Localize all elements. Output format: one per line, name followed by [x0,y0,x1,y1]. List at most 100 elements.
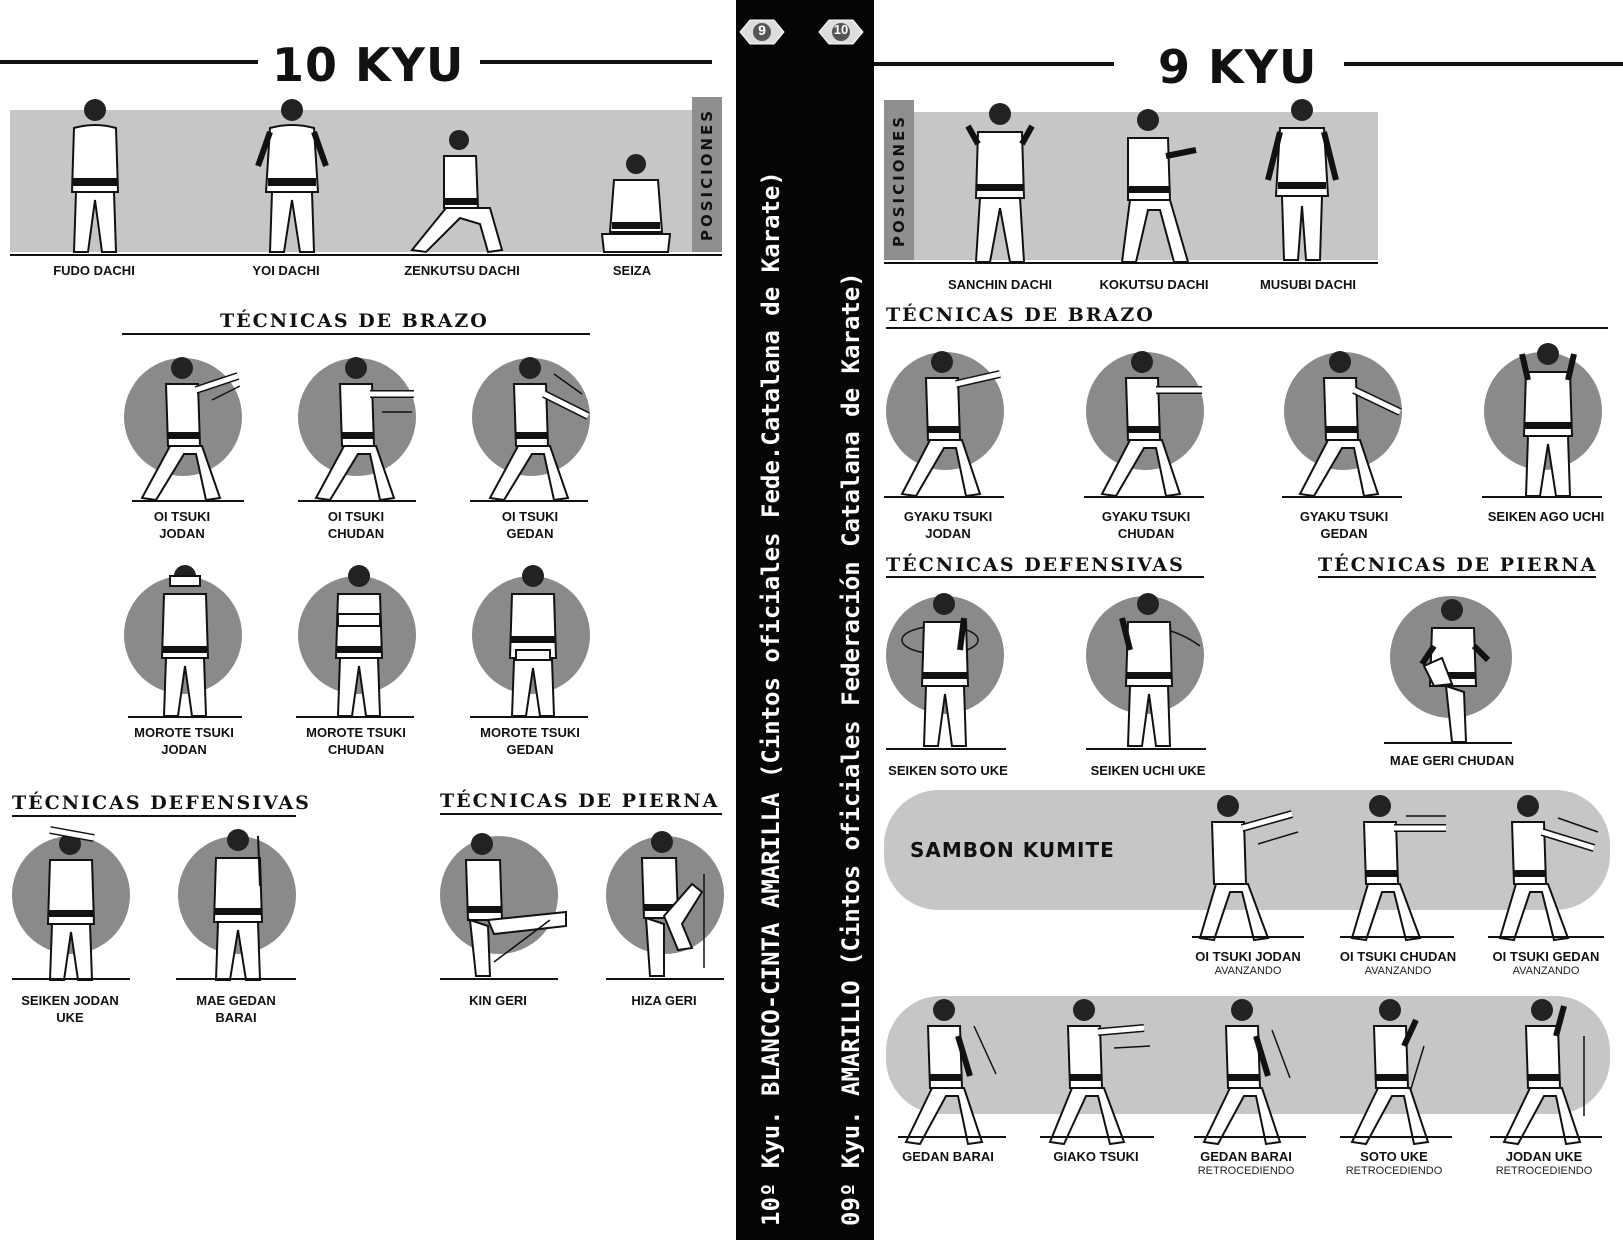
figure-kokutsu-dachi [1120,109,1197,263]
caption-giako-tsuki: GIAKO TSUKI [1053,1149,1139,1164]
rule-brazo-left [122,333,590,335]
badge-9-label: 9 [758,22,766,38]
ground-morote-chudan [296,716,414,718]
figure-seiza [600,154,672,253]
ground-oi-tsuki-jodan [132,500,244,502]
ground-gyaku-jodan [884,496,1004,498]
rule-defensivas-right [886,576,1204,578]
posiciones-label-left: POSICIONES [692,97,722,252]
ground-morote-gedan [470,716,588,718]
title-rule-left-a [0,60,258,64]
figure-hiza-geri [640,831,705,977]
caption-sambon-oi-tsuki-chudan: OI TSUKI CHUDAN [1339,949,1457,964]
caption-yoi-dachi: YOI DACHI [252,263,320,278]
ground-seiken-jodan-uke [12,978,130,980]
caption-kokutsu-dachi: KOKUTSU DACHI [1099,277,1209,292]
ground-oi-tsuki-gedan [470,500,588,502]
heading-pierna-left: TÉCNICAS DE PIERNA [440,790,720,812]
sub-soto-uke-retrocediendo: RETROCEDIENDO [1345,1165,1443,1177]
sub-sambon-1: AVANZANDO [1214,965,1282,977]
caption-sambon-oi-tsuki-gedan: OI TSUKI GEDAN [1492,949,1600,964]
figure-sanchin-dachi [965,103,1035,263]
sub-sambon-3: AVANZANDO [1512,965,1580,977]
figure-musubi-dachi [1265,99,1339,261]
figure-mae-geri-chudan [1419,599,1491,743]
posiciones-label-right: POSICIONES [884,100,914,260]
caption-soto-uke-retrocediendo: SOTO UKE [1360,1149,1428,1164]
ground-bottom-3 [1194,1136,1306,1138]
caption-sanchin-dachi: SANCHIN DACHI [948,277,1052,292]
figure-fudo-dachi [70,99,120,253]
caption-musubi-dachi: MUSUBI DACHI [1259,277,1357,292]
figure-mae-gedan-barai [212,829,264,981]
ground-sambon-2 [1340,936,1454,938]
heading-brazo-left: TÉCNICAS DE BRAZO [220,310,489,332]
rule-pierna-left [440,813,722,815]
title-rule-right-a [874,62,1114,66]
figure-giako-tsuki [1048,999,1151,1146]
figure-sambon-oi-tsuki-gedan [1498,795,1599,942]
heading-brazo-right: TÉCNICAS DE BRAZO [886,304,1155,326]
ground-hiza-geri [606,978,724,980]
caption-hiza-geri: HIZA GERI [631,993,697,1008]
figure-jodan-uke-retrocediendo [1502,999,1585,1146]
figure-seiken-jodan-uke [46,826,96,981]
badge-10-label: 10 [833,22,849,37]
ground-gyaku-gedan [1282,496,1402,498]
heading-pierna-right: TÉCNICAS DE PIERNA [1318,554,1598,576]
ground-sambon-1 [1192,936,1304,938]
ground-sambon-3 [1488,936,1604,938]
ground-mae-gedan-barai [176,978,296,980]
badge-9-icon [739,19,785,45]
figure-kin-geri [464,833,567,977]
figure-oi-tsuki-jodan [140,357,241,502]
spine-text-09-kyu: 09º Kyu. AMARILLO (Cintos oficiales Fede… [837,272,865,1226]
figure-gedan-barai [904,999,997,1146]
heading-defensivas-left: TÉCNICAS DEFENSIVAS [12,792,311,814]
caption-fudo-dachi: FUDO DACHI [53,263,135,278]
figure-gyaku-tsuki-jodan [900,351,1001,498]
ground-seiken-ago-uchi [1482,496,1602,498]
ground-bottom-2 [1040,1136,1154,1138]
figure-oi-tsuki-gedan [488,357,590,502]
page-title-10-kyu: 10 KYU [272,38,465,92]
figure-sambon-oi-tsuki-chudan [1350,795,1446,942]
caption-kin-geri: KIN GERI [469,993,527,1008]
title-rule-left-b [480,60,712,64]
ground-bottom-4 [1340,1136,1452,1138]
figure-seiken-ago-uchi [1519,343,1577,497]
figure-gyaku-tsuki-chudan [1100,351,1202,498]
badge-10-icon [818,19,864,45]
sub-gedan-barai-retrocediendo: RETROCEDIENDO [1197,1165,1295,1177]
figure-gyaku-tsuki-gedan [1298,351,1402,498]
caption-mae-geri-chudan: MAE GERI CHUDAN [1389,753,1515,768]
caption-gedan-barai-retrocediendo: GEDAN BARAI [1200,1149,1292,1164]
caption-seiza: SEIZA [612,263,652,278]
ground-bottom-1 [898,1136,1006,1138]
page-title-9-kyu: 9 KYU [1158,40,1318,94]
figure-soto-uke-retrocediendo [1350,999,1430,1146]
posiciones-ground-left [10,254,722,256]
ground-mae-geri-chudan [1384,742,1512,744]
figure-morote-tsuki-jodan [160,565,210,717]
figure-sambon-oi-tsuki-jodan [1198,795,1299,942]
rule-brazo-right [886,327,1608,329]
rule-defensivas-left [12,815,296,817]
ground-morote-jodan [128,716,242,718]
caption-gedan-barai: GEDAN BARAI [902,1149,994,1164]
caption-seiken-soto-uke: SEIKEN SOTO UKE [888,763,1008,778]
ground-bottom-5 [1490,1136,1602,1138]
figure-seiken-soto-uke [901,593,979,747]
figure-seiken-uchi-uke [1119,593,1201,747]
ground-oi-tsuki-chudan [298,500,416,502]
sub-jodan-uke-retrocediendo: RETROCEDIENDO [1495,1165,1593,1177]
